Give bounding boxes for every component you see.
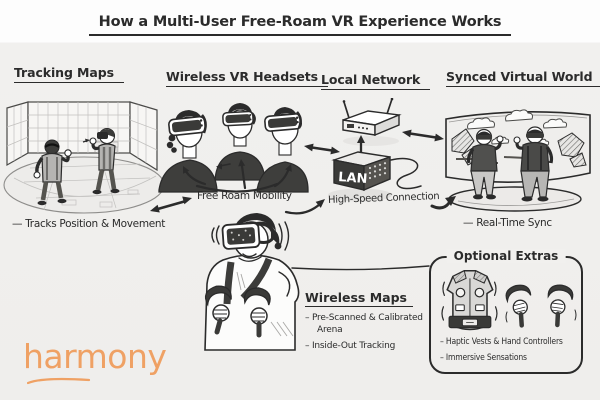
tracked-player-left [33,139,72,206]
tracking-room-illustration [3,101,165,214]
section-title-wireless-vr-headsets: Wireless VR Headsets [166,69,329,87]
lan-label: LAN [338,170,368,187]
controller-right [547,284,574,328]
caption-real-time-sync: — Real-Time Sync [463,217,552,229]
wireless-maps-bullet-2: – Inside-Out Tracking [305,341,396,352]
optional-extras-title: Optional Extras [446,249,566,263]
wireless-maps-block: Wireless Maps – Pre-Scanned & Calibrated… [305,287,455,356]
wireless-maps-title: Wireless Maps [305,290,413,307]
lan-switch-box-icon: LAN [331,151,391,192]
three-vr-headset-users-illustration [158,103,309,193]
synced-avatar-left [466,128,504,200]
caption-free-roam: Free Roam Mobility [197,190,292,202]
player-headset [221,222,261,250]
hand-controllers-icon [505,284,577,328]
controller-left [505,284,532,328]
vr-user-middle [214,103,266,181]
section-title-local-network: Local Network [321,72,431,90]
harmony-logo-swoosh [27,377,91,385]
vest-vibration-marks [441,281,498,321]
network-cable [390,157,422,190]
vr-user-left [158,110,218,193]
virtual-world-illustration [445,109,591,212]
wifi-router-icon [342,98,402,137]
synced-avatar-right [513,126,554,202]
section-title-synced-virtual-world: Synced Virtual World [446,69,600,87]
tracked-player-right [82,127,120,195]
free-roam-arrows [183,159,292,193]
haptic-vest-icon [441,270,498,331]
right-hand-controller [243,287,271,338]
vr-user-right [256,107,309,193]
vibration-marks [211,221,290,251]
harmony-logo: harmony [23,337,167,376]
harness-strap-left [223,261,235,305]
wireless-maps-bullet-1: – Pre-Scanned & Calibrated Arena [305,313,423,336]
local-network-illustration: LAN [328,98,422,202]
caption-tracks-position: — Tracks Position & Movement [12,218,166,230]
title-bar: How a Multi-User Free-Roam VR Experience… [0,11,600,36]
optional-extras-bullet-2: – Immersive Sensations [440,353,527,363]
section-title-tracking-maps: Tracking Maps [14,65,124,83]
vr-player-illustration [204,213,300,351]
page-title: How a Multi-User Free-Roam VR Experience… [88,14,512,36]
optional-extras-bullet-1: – Haptic Vests & Hand Controllers [440,337,563,347]
optional-extras-box: Optional Extras [429,249,583,374]
controller-vibration-marks [505,309,577,323]
left-hand-controller [204,285,232,335]
